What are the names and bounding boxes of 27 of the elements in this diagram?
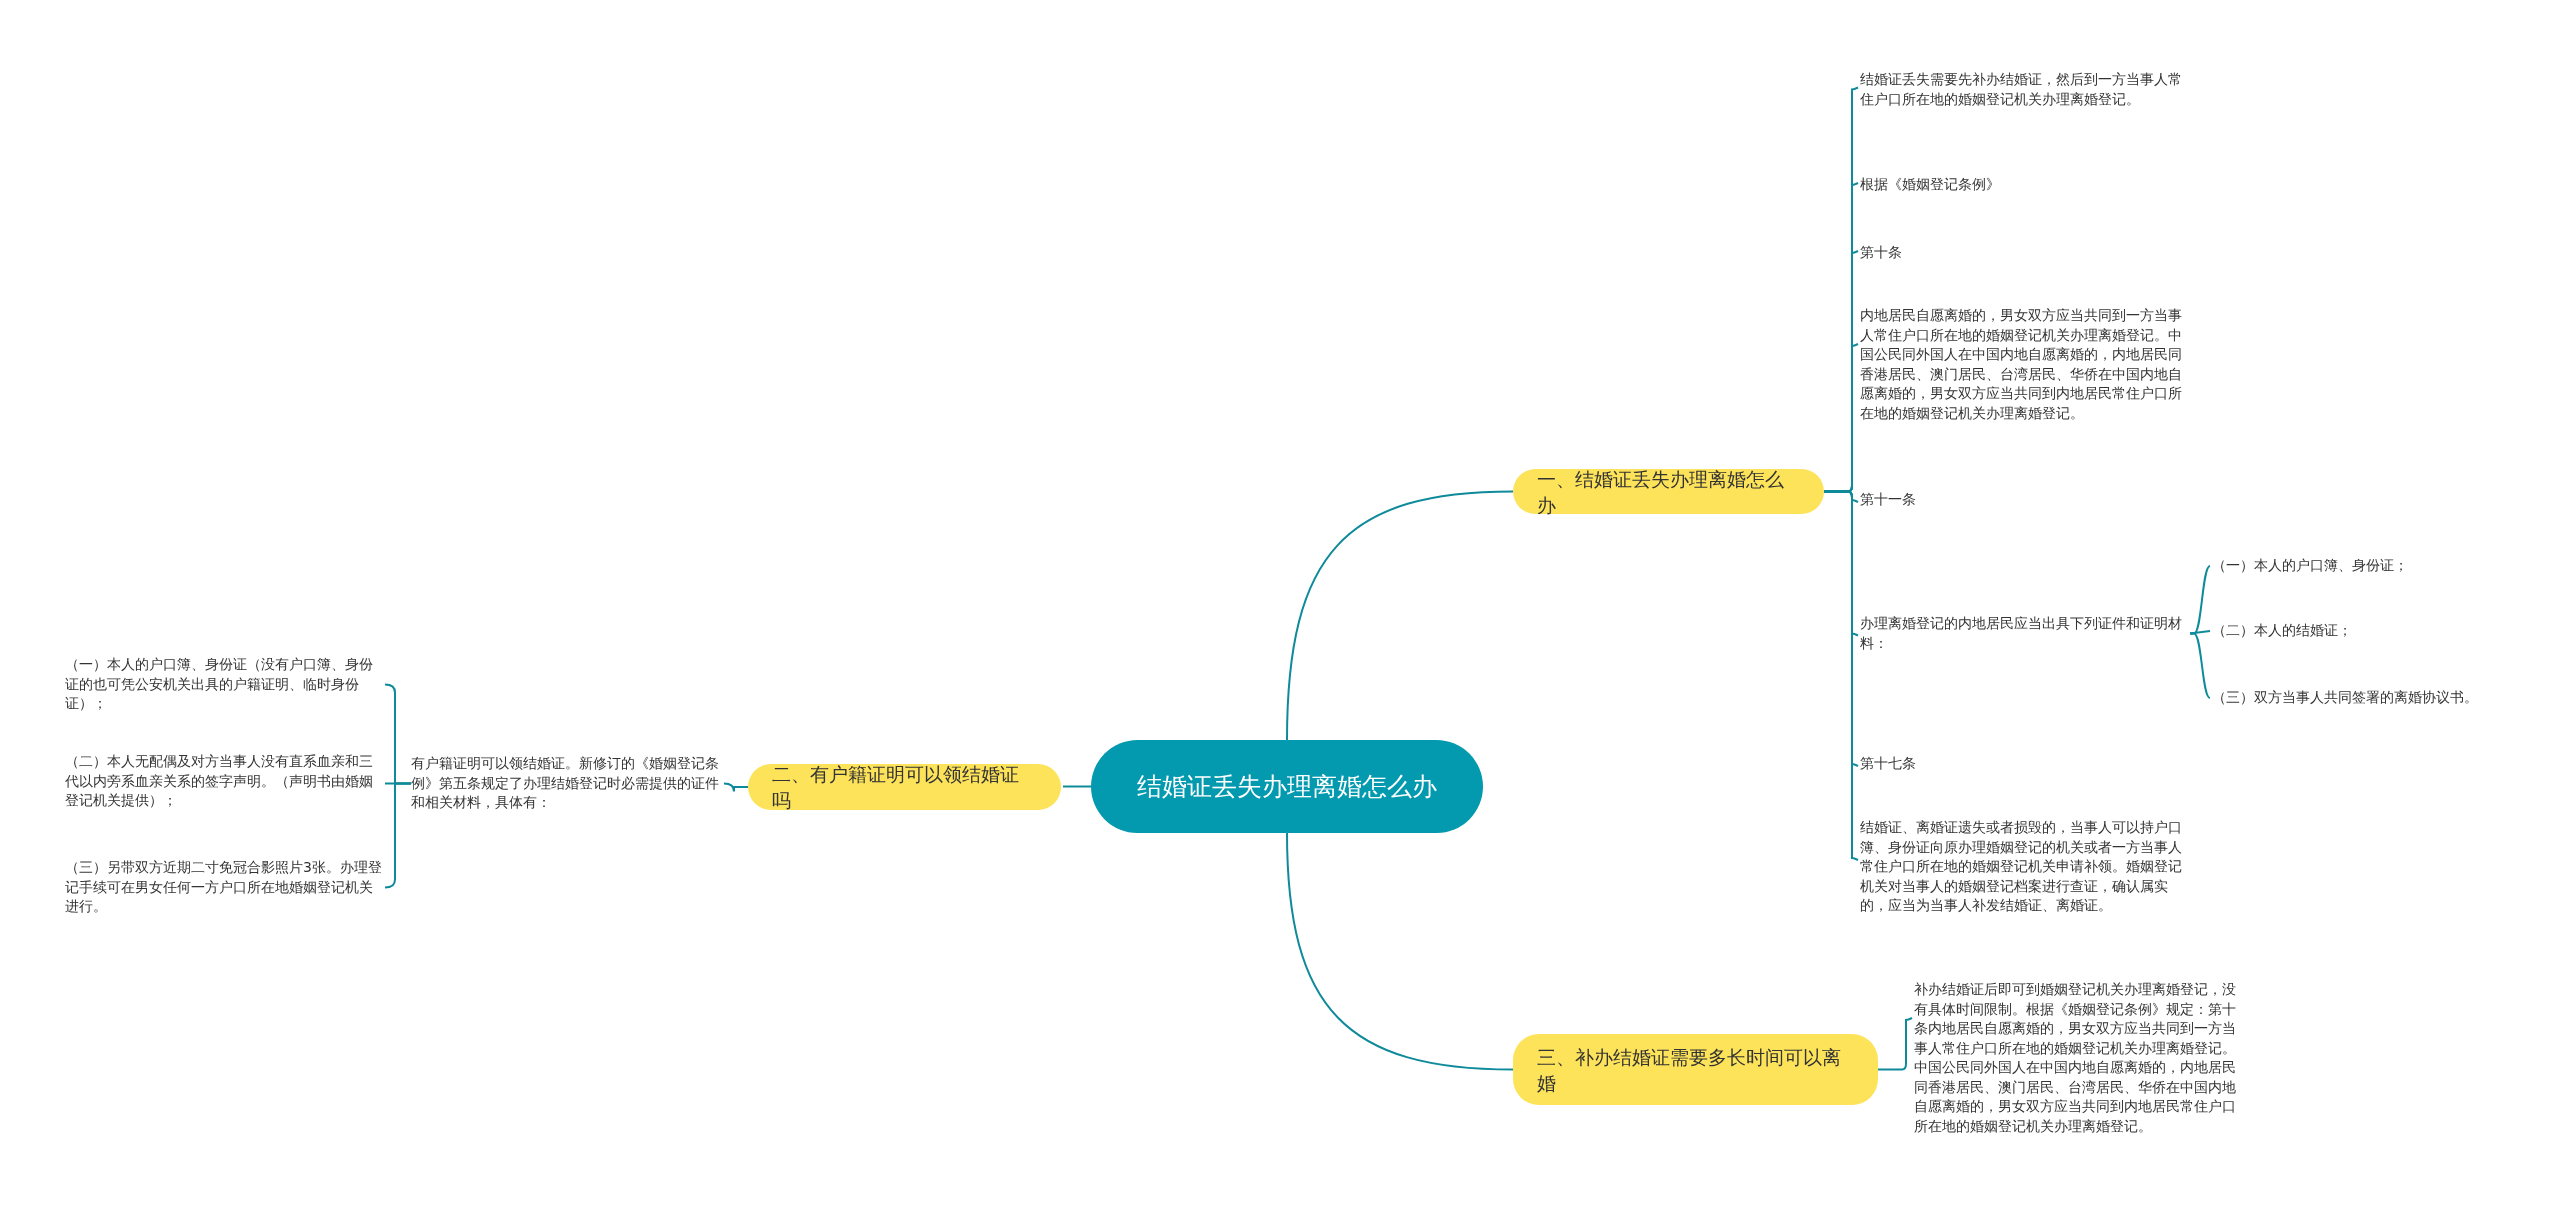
note-text: （三）另带双方近期二寸免冠合影照片3张。办理登记手续可在男女任何一方户口所在地婚姻登记机关进行。: [65, 858, 383, 917]
connector: [384, 782, 412, 889]
note-text: （一）本人的户口簿、身份证；: [2212, 556, 2552, 576]
note-text: 第十七条: [1860, 754, 2190, 774]
note-text: 有户籍证明可以领结婚证。新修订的《婚姻登记条例》第五条规定了办理结婚登记时必需提供的证件和相关材料，具体有：: [411, 754, 722, 813]
note-text: 根据《婚姻登记条例》: [1860, 175, 2190, 195]
connector: [1286, 490, 1514, 741]
note-text: 补办结婚证后即可到婚姻登记机关办理离婚登记，没有具体时间限制。根据《婚姻登记条例》规定：第十条内地居民自愿离婚的，男女双方应当共同到一方当事人常住户口所在地的婚姻登记机关办理离婚登记。中国公民同外国人在中国内地自愿离婚的，内地居民同香港居民、澳门居民、台湾居民、华侨在中国内地自愿离婚的，男女双方应当共同到内地居民常住户口所在地的婚姻登记机关办理离婚登记。: [1914, 980, 2246, 1136]
connector: [2189, 630, 2211, 635]
note-text: 内地居民自愿离婚的，男女双方应当共同到一方当事人常住户口所在地的婚姻登记机关办理离婚登记。中国公民同外国人在中国内地自愿离婚的，内地居民同香港居民、澳门居民、台湾居民、华侨在中国内地自愿离婚的，男女双方应当共同到内地居民常住户口所在地的婚姻登记机关办理离婚登记。: [1860, 306, 2190, 423]
central-topic: 结婚证丢失办理离婚怎么办: [1091, 740, 1483, 833]
topic-box: 三、补办结婚证需要多长时间可以离婚: [1513, 1034, 1878, 1105]
note-text: （三）双方当事人共同签署的离婚协议书。: [2212, 688, 2552, 708]
connector: [1286, 832, 1514, 1071]
note-text: 第十一条: [1860, 490, 2190, 510]
note-text: 结婚证丢失需要先补办结婚证，然后到一方当事人常住户口所在地的婚姻登记机关办理离婚登记。: [1860, 70, 2190, 109]
connector: [1062, 785, 1092, 788]
note-text: 第十条: [1860, 243, 2190, 263]
note-text: （二）本人的结婚证；: [2212, 621, 2552, 641]
topic-box: 一、结婚证丢失办理离婚怎么办: [1513, 469, 1824, 514]
connector: [723, 782, 749, 793]
note-text: （二）本人无配偶及对方当事人没有直系血亲和三代以内旁系血亲关系的签字声明。（声明书由婚姻登记机关提供）；: [65, 752, 383, 811]
topic-box: 二、有户籍证明可以领结婚证吗: [748, 764, 1061, 810]
connector: [2189, 632, 2211, 699]
note-text: 办理离婚登记的内地居民应当出具下列证件和证明材料：: [1860, 614, 2190, 653]
note-text: （一）本人的户口簿、身份证（没有户口簿、身份证的也可凭公安机关出具的户籍证明、临时身份证）；: [65, 655, 383, 714]
note-text: 结婚证、离婚证遗失或者损毁的，当事人可以持户口簿、身份证向原办理婚姻登记的机关或者一方当事人常住户口所在地的婚姻登记机关申请补领。婚姻登记机关对当事人的婚姻登记档案进行查证，确认属实的，应当为当事人补发结婚证、离婚证。: [1860, 818, 2190, 916]
